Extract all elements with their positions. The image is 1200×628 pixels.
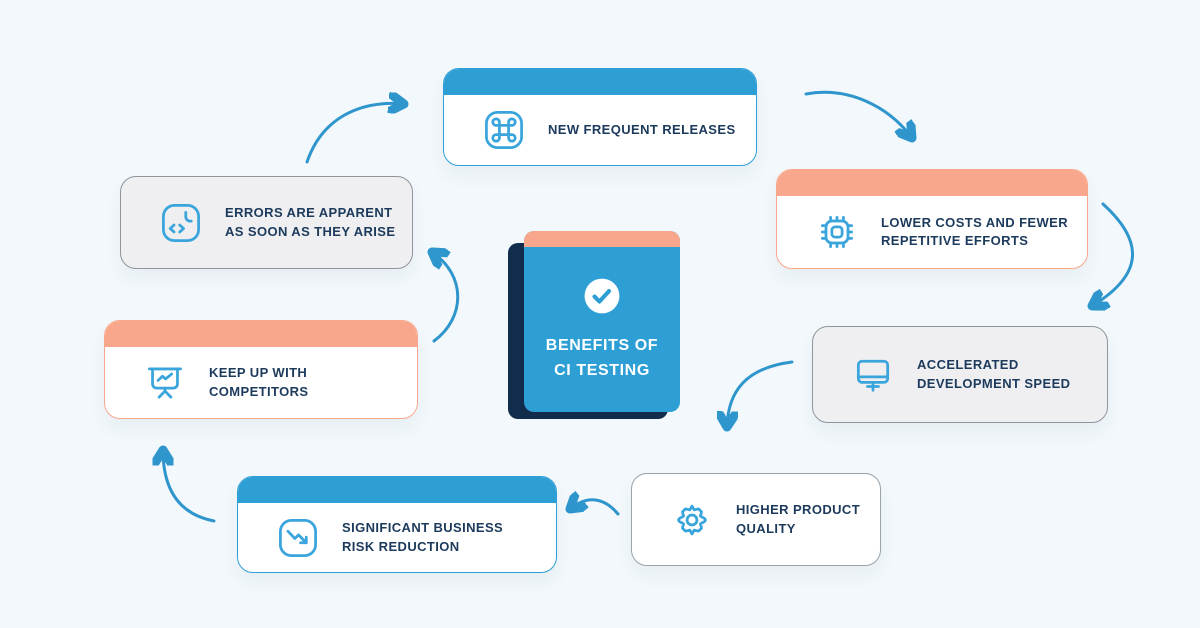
book-top-strip bbox=[524, 231, 680, 247]
card-label: ERRORS ARE APPARENT AS SOON AS THEY ARIS… bbox=[225, 205, 396, 239]
arrow-costs-to-accelerated bbox=[1092, 202, 1135, 306]
card-header-bar bbox=[444, 69, 756, 95]
trend-down-icon bbox=[276, 516, 320, 560]
card-label: KEEP UP WITH COMPETITORS bbox=[209, 365, 309, 399]
command-icon bbox=[482, 108, 526, 152]
card-accelerated-development: ACCELERATED DEVELOPMENT SPEED bbox=[812, 326, 1108, 423]
card-header-bar bbox=[238, 477, 556, 503]
card-label: NEW FREQUENT RELEASES bbox=[548, 121, 736, 137]
card-label: SIGNIFICANT BUSINESS RISK REDUCTION bbox=[342, 520, 504, 554]
card-label: ACCELERATED DEVELOPMENT SPEED bbox=[917, 357, 1071, 391]
check-circle-icon bbox=[583, 277, 621, 320]
center-title: BENEFITS OF CI TESTING bbox=[545, 337, 659, 379]
arrow-releases-to-costs bbox=[804, 90, 912, 138]
card-risk-reduction: SIGNIFICANT BUSINESS RISK REDUCTION bbox=[237, 476, 557, 573]
center-book: BENEFITS OF CI TESTING bbox=[508, 231, 680, 419]
presentation-chart-icon bbox=[143, 361, 187, 405]
gear-icon bbox=[670, 498, 714, 542]
card-label: HIGHER PRODUCT QUALITY bbox=[736, 502, 861, 536]
arrow-quality-to-risk bbox=[570, 500, 620, 516]
arrow-risk-to-competitors bbox=[163, 450, 216, 523]
card-label: LOWER COSTS AND FEWER REPETITIVE EFFORTS bbox=[881, 214, 1069, 248]
card-header-bar bbox=[105, 321, 417, 347]
monitor-icon bbox=[851, 353, 895, 397]
arrow-errors-to-releases bbox=[305, 103, 404, 164]
card-keep-up-competitors: KEEP UP WITH COMPETITORS bbox=[104, 320, 418, 419]
arrow-competitors-to-errors bbox=[432, 252, 460, 343]
card-lower-costs: LOWER COSTS AND FEWER REPETITIVE EFFORTS bbox=[776, 169, 1088, 269]
card-errors-apparent: ERRORS ARE APPARENT AS SOON AS THEY ARIS… bbox=[120, 176, 413, 269]
card-higher-product-quality: HIGHER PRODUCT QUALITY bbox=[631, 473, 881, 566]
cpu-chip-icon bbox=[815, 210, 859, 254]
book-front-cover: BENEFITS OF CI TESTING bbox=[524, 231, 680, 412]
card-header-bar bbox=[777, 170, 1087, 196]
arrow-accelerated-to-quality bbox=[727, 360, 794, 427]
card-new-frequent-releases: NEW FREQUENT RELEASES bbox=[443, 68, 757, 166]
code-review-icon bbox=[159, 201, 203, 245]
